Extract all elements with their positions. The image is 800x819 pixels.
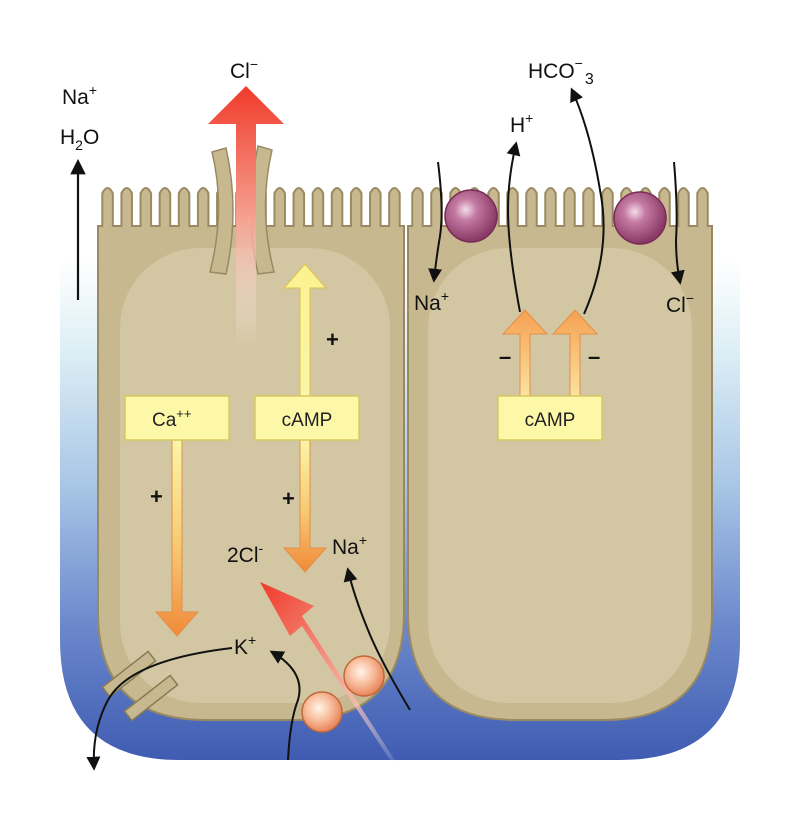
na-right-entry-arrow [428, 161, 443, 283]
cl-channel-ball [613, 191, 667, 245]
right-cell-cytoplasm [428, 248, 692, 703]
hco3-exit-arrow [570, 87, 605, 315]
right-cell [407, 187, 713, 721]
camp-right-label: cAMP [525, 410, 576, 431]
plus-camp-up: + [326, 327, 339, 352]
camp-left-label: cAMP [282, 410, 333, 431]
left-cell-cytoplasm [120, 248, 390, 703]
camp-right-up-arrow-1 [501, 309, 549, 397]
na-right-label: Na+ [414, 288, 449, 315]
h-exit-arrow [506, 141, 521, 313]
plus-ca-down: + [150, 484, 163, 509]
ca-box [124, 395, 230, 441]
k-plus-label: K+ [234, 632, 256, 659]
na-entry-arrow [343, 567, 411, 711]
ca-down-arrow [154, 439, 200, 637]
minus-left: – [499, 344, 511, 369]
camp-down-arrow [282, 439, 328, 573]
cl-top-label: Cl− [230, 56, 258, 83]
camp-left-box [254, 395, 360, 441]
ca-label: Ca++ [152, 406, 191, 431]
hco3-label: HCO−3 [528, 55, 594, 88]
minus-right: – [588, 344, 600, 369]
na-apical-label: Na+ [62, 82, 97, 109]
camp-up-arrow [282, 263, 328, 399]
na-channel-ball [444, 189, 498, 243]
na-k-pump-ball-upper [343, 655, 385, 697]
k-exit-arrow [86, 647, 233, 771]
cl-right-entry-arrow [670, 161, 685, 285]
na-basal-label: Na+ [332, 532, 367, 559]
camp-right-box [497, 395, 603, 441]
cl-exit-arrow [208, 86, 284, 348]
plus-camp-down: + [282, 486, 295, 511]
cl-entry-arrow [260, 582, 400, 772]
k-entry-arrow [269, 650, 301, 761]
na-k-pump-ball-lower [301, 691, 343, 733]
k-channel [101, 650, 179, 722]
h-plus-label: H+ [510, 110, 533, 137]
two-cl-label: 2Cl- [227, 540, 264, 567]
camp-right-up-arrow-2 [551, 309, 599, 397]
cl-right-label: Cl− [666, 290, 694, 317]
left-cell [97, 187, 405, 721]
h2o-apical-label: H2O [60, 126, 99, 153]
